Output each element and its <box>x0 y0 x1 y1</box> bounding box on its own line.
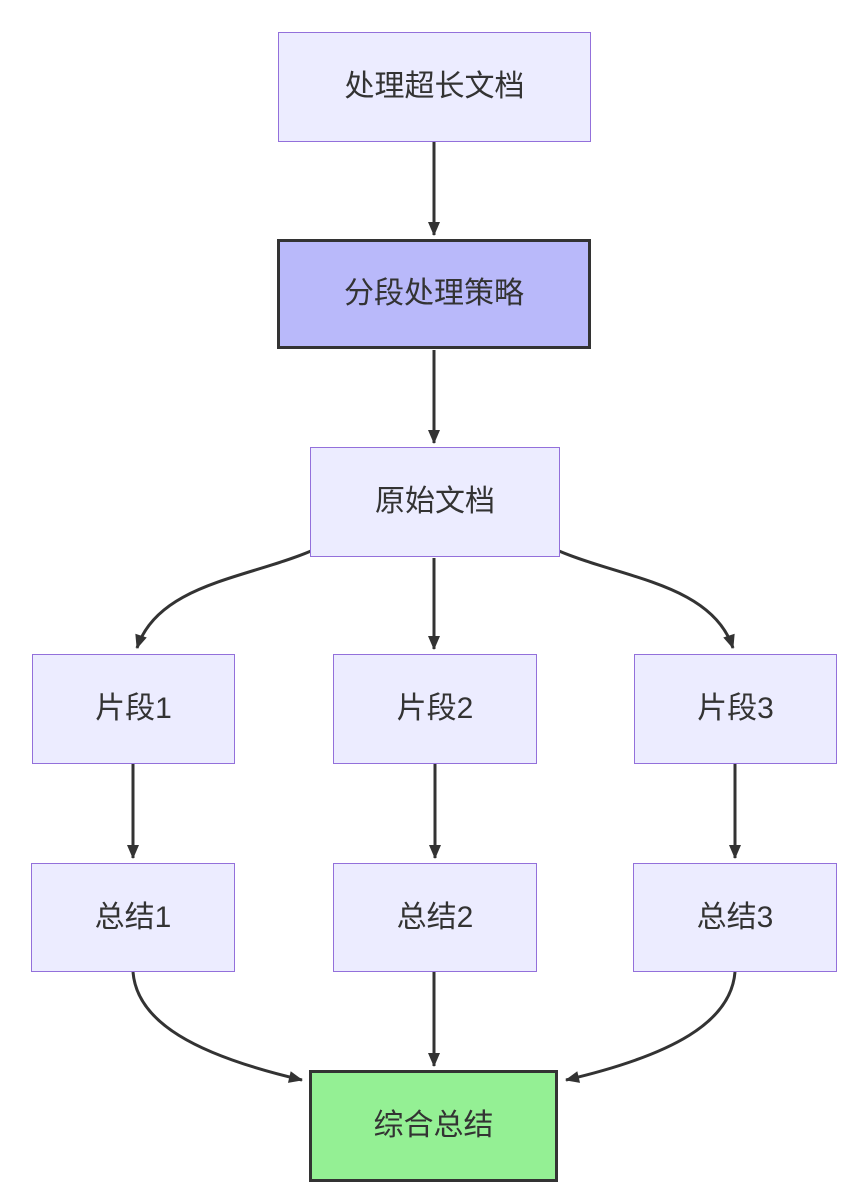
node-process-long-document-label: 处理超长文档 <box>344 70 525 103</box>
node-summary-2-label: 总结2 <box>396 900 474 934</box>
node-fragment-1: 片段1 <box>32 654 235 764</box>
node-summary-2: 总结2 <box>333 863 537 972</box>
node-fragment-1-label: 片段1 <box>95 692 172 725</box>
edge-E1-F <box>131 971 303 1083</box>
node-fragment-3: 片段3 <box>634 654 837 764</box>
node-fragment-3-label: 片段3 <box>697 692 774 725</box>
node-fragment-2: 片段2 <box>333 654 537 764</box>
node-summary-3-label: 总结3 <box>696 900 774 934</box>
node-summary-3: 总结3 <box>633 863 837 972</box>
node-fragment-2-label: 片段2 <box>396 692 474 725</box>
edge-E3-F <box>565 971 737 1083</box>
node-final-summary: 综合总结 <box>309 1070 558 1182</box>
node-segmentation-strategy-label: 分段处理策略 <box>344 277 524 310</box>
node-process-long-document: 处理超长文档 <box>278 32 591 142</box>
node-segmentation-strategy: 分段处理策略 <box>277 239 591 349</box>
node-summary-1: 总结1 <box>31 863 235 972</box>
node-original-document-label: 原始文档 <box>375 485 495 518</box>
node-original-document: 原始文档 <box>310 447 560 557</box>
node-final-summary-label: 综合总结 <box>373 1109 494 1142</box>
node-summary-1-label: 总结1 <box>94 900 172 934</box>
edge-C-D3 <box>558 549 735 649</box>
edge-C-D1 <box>135 549 312 649</box>
